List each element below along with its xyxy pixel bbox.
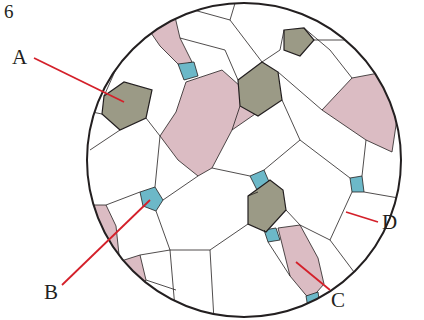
question-number: 6 <box>4 2 14 21</box>
callout-letter: B <box>44 282 58 303</box>
field-of-view <box>87 3 401 317</box>
callout-letter: C <box>331 290 345 311</box>
callout-letter: A <box>12 47 27 68</box>
callout-letter: D <box>382 212 397 233</box>
mineral-grains <box>78 0 410 320</box>
leader-lines <box>34 58 378 290</box>
